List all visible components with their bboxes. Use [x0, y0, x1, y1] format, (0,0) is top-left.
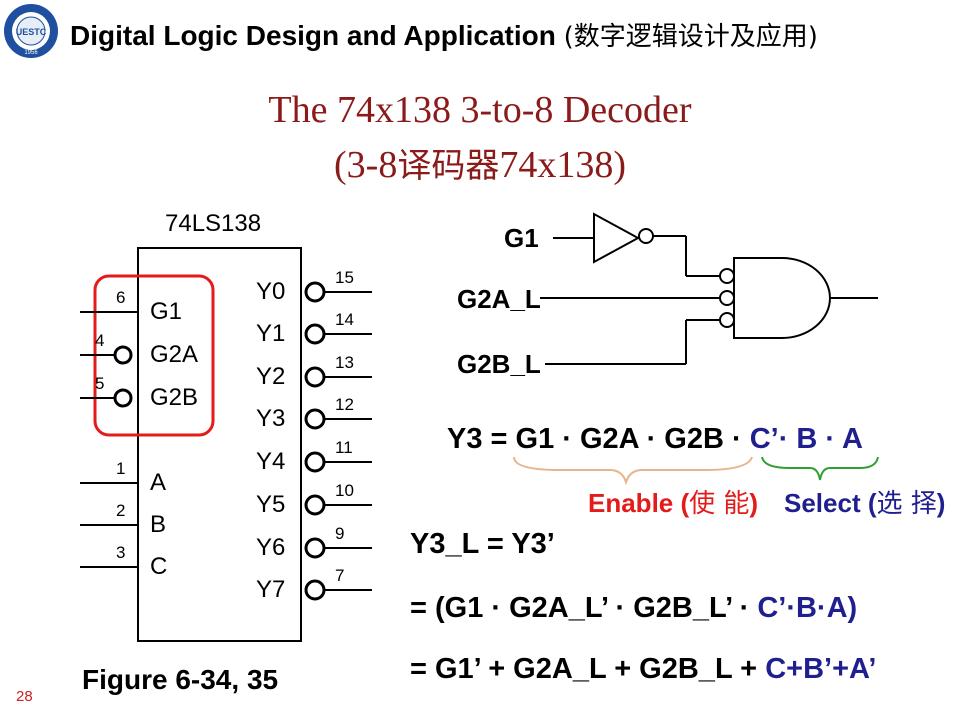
figure-caption: Figure 6-34, 35: [82, 664, 279, 695]
bubble-g2b: [113, 388, 133, 408]
pin-label-y1: Y1: [256, 320, 286, 347]
bubble-y4: [304, 451, 326, 473]
chip-name: 74LS138: [165, 210, 262, 237]
pin-number-g2b: 5: [95, 374, 105, 393]
pin-number-g2a: 4: [95, 331, 105, 350]
slide-title-line1: The 74x138 3-to-8 Decoder: [268, 89, 692, 131]
and-bubble-1: [719, 268, 735, 284]
inverter-triangle: [593, 212, 641, 264]
and-bubble-2: [719, 290, 735, 306]
bubble-y5: [304, 494, 326, 516]
enable-label: Enable (使 能): [588, 488, 759, 519]
bubble-y0: [304, 281, 326, 303]
pin-number-c: 3: [116, 543, 126, 562]
pin-label-y6: Y6: [256, 534, 286, 561]
slide-title-line2-b: 74x138): [499, 144, 626, 186]
pin-number-y7: 7: [335, 566, 345, 585]
equation-y3-enable: Y3 = G1 · G2A · G2B ·: [447, 423, 750, 455]
pin-number-y4: 11: [335, 438, 353, 457]
pin-label-y2: Y2: [256, 363, 286, 390]
header-title-cn: (数字逻辑设计及应用): [563, 22, 818, 52]
logo-text: UESTC: [16, 27, 47, 37]
bubble-y6: [304, 537, 326, 559]
pin-number-a: 1: [116, 459, 126, 478]
header-title: Digital Logic Design and Application (数字…: [70, 16, 818, 53]
pin-label-y5: Y5: [256, 491, 286, 518]
pin-label-g2a: G2A: [150, 341, 199, 368]
and-gate-body: [733, 257, 831, 339]
pin-number-y6: 9: [335, 524, 345, 543]
inverter-bubble: [638, 228, 654, 244]
pin-label-y7: Y7: [256, 576, 286, 603]
pin-label-y3: Y3: [256, 405, 286, 432]
pin-label-g1: G1: [150, 298, 183, 325]
university-logo: UESTC 1956: [4, 4, 58, 58]
equation-line2: = (G1 · G2A_L’ · G2B_L’ · C’·B·A): [410, 592, 858, 624]
page-number: 28: [16, 688, 33, 705]
pin-number-y3: 12: [335, 395, 354, 414]
equation-line3: = G1’ + G2A_L + G2B_L + C+B’+A’: [410, 653, 877, 685]
and-bubble-3: [719, 312, 735, 328]
select-brace: [761, 456, 879, 481]
pin-label-a: A: [150, 469, 167, 496]
gate-input-g2a: G2A_L: [457, 284, 541, 314]
pin-label-c: C: [150, 553, 168, 580]
gate-input-g2b: G2B_L: [457, 349, 541, 379]
pin-number-b: 2: [116, 501, 126, 520]
pin-number-y5: 10: [335, 481, 354, 500]
equation-y3: Y3 = G1 · G2A · G2B · C’· B · A: [447, 423, 863, 456]
pin-label-y0: Y0: [256, 278, 286, 305]
slide-title-line2-cn: 译码器: [397, 146, 500, 186]
pin-number-g1: 6: [116, 288, 126, 307]
chip-body: [137, 247, 302, 642]
select-label: Select (选 择): [784, 488, 946, 519]
bubble-y1: [304, 323, 326, 345]
pin-number-y2: 13: [335, 353, 354, 372]
equation-y3l: Y3_L = Y3’: [410, 528, 555, 560]
slide-title-line2-a: (3-8: [334, 144, 398, 186]
logo-year: 1956: [24, 50, 38, 56]
bubble-g2a: [113, 345, 133, 365]
bubble-y7: [304, 579, 326, 601]
pin-number-y0: 15: [335, 268, 354, 287]
bubble-y3: [304, 408, 326, 430]
enable-gate-diagram: [540, 212, 878, 365]
pin-label-y4: Y4: [256, 448, 286, 475]
pin-label-b: B: [150, 511, 167, 538]
pin-number-y1: 14: [335, 310, 354, 329]
pin-label-g2b: G2B: [150, 384, 199, 411]
enable-brace: [513, 456, 753, 486]
equation-y3-select: C’· B · A: [749, 423, 863, 455]
output-pins: [304, 281, 372, 601]
bubble-y2: [304, 366, 326, 388]
gate-input-g1: G1: [504, 223, 539, 253]
slide-title-line2: (3-8译码器74x138): [0, 138, 960, 187]
header-title-en: Digital Logic Design and Application: [70, 20, 556, 51]
